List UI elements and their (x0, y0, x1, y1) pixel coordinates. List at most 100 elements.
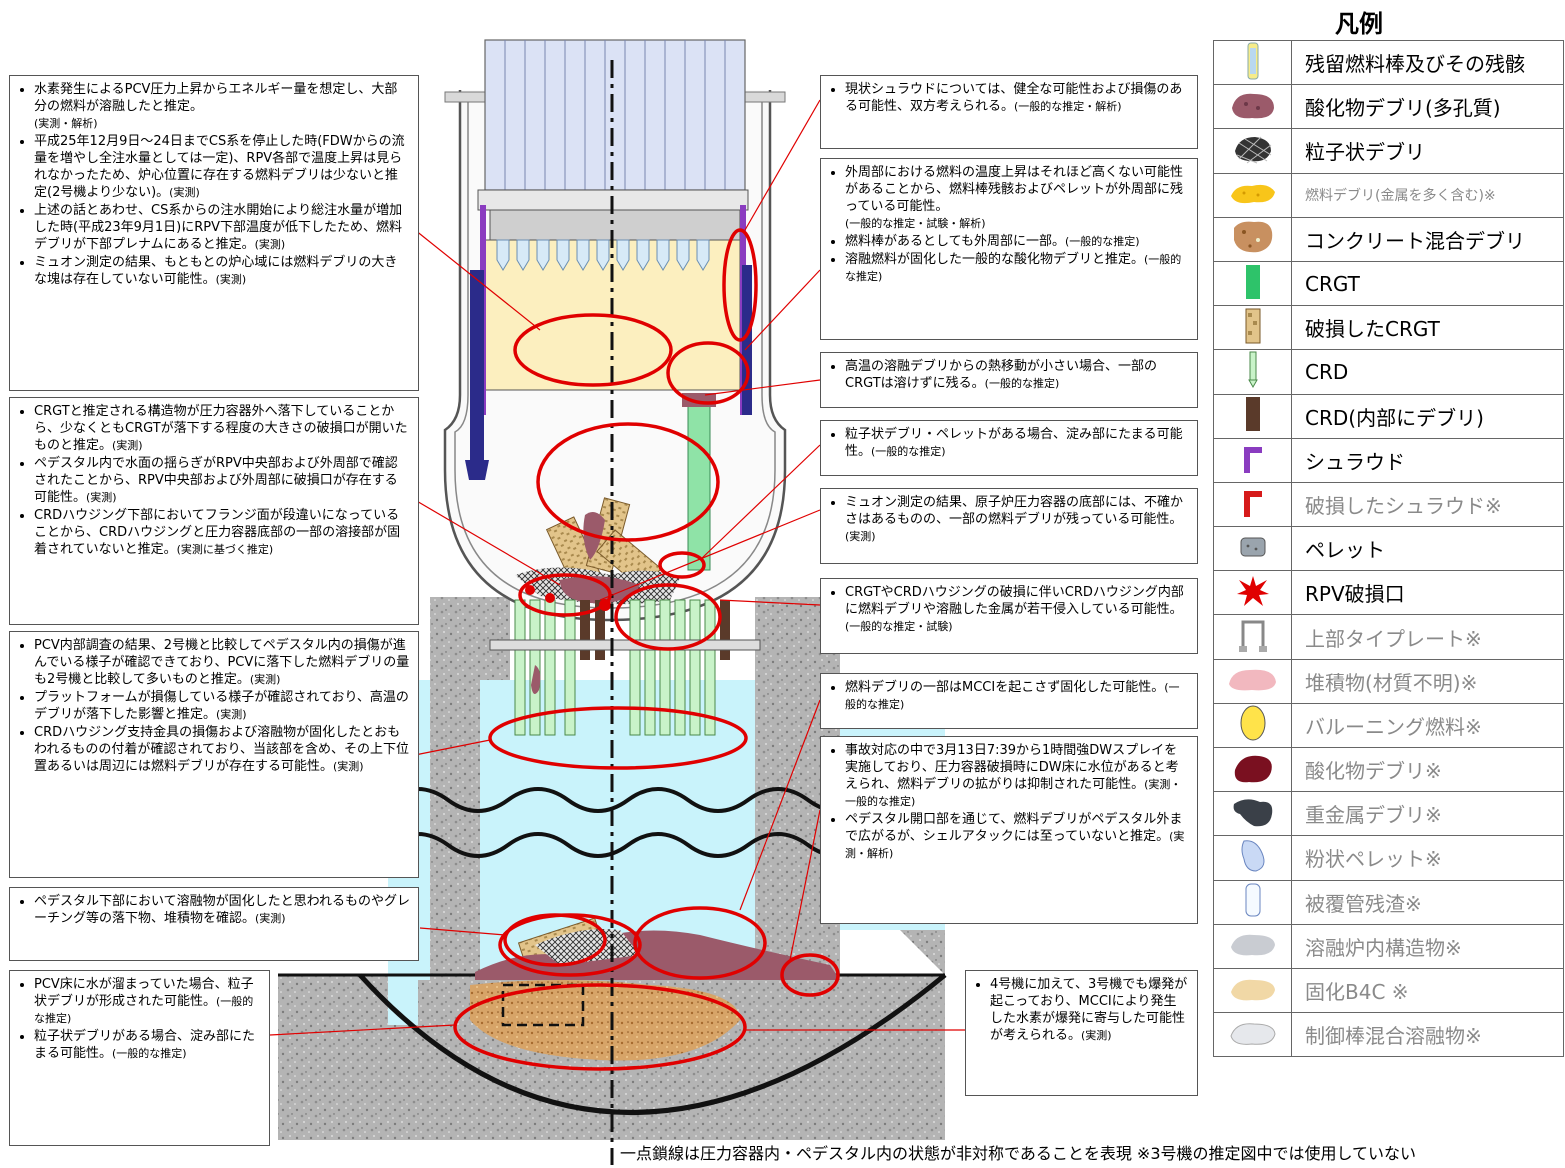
note-bullet: 燃料デブリの一部はMCCIを起こさず固化した可能性。(一般的な推定) (845, 679, 1189, 713)
rpv-breach-icon (1213, 570, 1292, 616)
legend-item: CRD (1213, 349, 1564, 395)
legend-label: ペレット (1291, 526, 1564, 572)
legend-item: CRD(内部にデブリ) (1213, 393, 1564, 439)
pellet-icon (1213, 526, 1292, 572)
legend-item: 残留燃料棒及びその残骸 (1213, 39, 1564, 86)
note-no-mcci: 燃料デブリの一部はMCCIを起こさず固化した可能性。(一般的な推定) (820, 673, 1198, 729)
legend-label: 残留燃料棒及びその残骸 (1291, 39, 1564, 86)
legend-item: シュラウド (1213, 437, 1564, 483)
legend-item: 被覆管残渣※ (1213, 879, 1564, 925)
note-muon-bottom: ミュオン測定の結果、原子炉圧力容器の底部には、不確かさはあるものの、一部の燃料デ… (820, 488, 1198, 564)
note-core-melt: 水素発生によるPCV圧力上昇からエネルギー量を想定し、大部分の燃料が溶融したと推… (9, 75, 419, 391)
legend-item: 破損したシュラウド※ (1213, 481, 1564, 528)
legend-item: コンクリート混合デブリ (1213, 216, 1564, 262)
legend-label: 酸化物デブリ(多孔質) (1291, 84, 1564, 130)
metal-rich-debris-icon (1213, 172, 1292, 218)
note-bullet: 外周部における燃料の温度上昇はそれほど高くない可能性があることから、燃料棒残骸お… (845, 164, 1189, 232)
note-bullet: 粒子状デブリ・ペレットがある場合、淀み部にたまる可能性。(一般的な推定) (845, 426, 1189, 460)
legend-item: 燃料デブリ(金属を多く含む)※ (1213, 172, 1564, 218)
legend-label: 重金属デブリ※ (1291, 791, 1564, 837)
legend-label: 固化B4C ※ (1291, 967, 1564, 1014)
residual-fuel-rod-icon (1213, 39, 1292, 86)
legend-label: 破損したCRGT (1291, 305, 1564, 351)
legend-item: 重金属デブリ※ (1213, 791, 1564, 837)
legend-label: 上部タイプレート※ (1291, 614, 1564, 660)
legend-label: 粉状ペレット※ (1291, 835, 1564, 881)
legend-item: 上部タイプレート※ (1213, 614, 1564, 660)
legend-label: 破損したシュラウド※ (1291, 481, 1564, 528)
legend-label: 酸化物デブリ※ (1291, 746, 1564, 793)
pcv-bottom-curve (358, 973, 947, 1115)
solidified-b4c-icon (1213, 967, 1292, 1014)
note-bullet: 上述の話とあわせ、CS系からの注水開始により総注水量が増加した時(平成23年9月… (34, 202, 410, 253)
porous-oxide-debris-icon (1213, 84, 1292, 130)
note-bullet: CRDハウジング支持金具の損傷および溶融物が固化したとおもわれるものの付着が確認… (34, 724, 410, 775)
note-bullet: 現状シュラウドについては、健全な可能性および損傷のある可能性、双方考えられる。(… (845, 81, 1189, 115)
note-periphery-fuel: 外周部における燃料の温度上昇はそれほど高くない可能性があることから、燃料棒残骸お… (820, 158, 1198, 340)
note-bullet: 事故対応の中で3月13日7:39から1時間強DWスプレイを実施しており、圧力容器… (845, 742, 1189, 810)
note-crd-intrusion: CRGTやCRDハウジングの破損に伴いCRDハウジング内部に燃料デブリや溶融した… (820, 578, 1198, 654)
note-bullet: 平成25年12月9日～24日までCS系を停止した時(FDWからの流量を増やし全注… (34, 133, 410, 201)
note-bullet: CRGTやCRDハウジングの破損に伴いCRDハウジング内部に燃料デブリや溶融した… (845, 584, 1189, 635)
legend-label: CRD (1291, 349, 1564, 395)
legend-label: 制御棒混合溶融物※ (1291, 1012, 1564, 1058)
note-bullet: PCV床に水が溜まっていた場合、粒子状デブリが形成された可能性。(一般的な推定) (34, 976, 261, 1027)
note-crgt-remain: 高温の溶融デブリからの熱移動が小さい場合、一部のCRGTは溶けずに残る。(一般的… (820, 352, 1198, 408)
note-bullet: ペデスタル下部において溶融物が固化したと思われるものやグレーチング等の落下物、堆… (34, 893, 410, 927)
note-bullet: 溶融燃料が固化した一般的な酸化物デブリと推定。(一般的な推定) (845, 251, 1189, 285)
legend-label: シュラウド (1291, 437, 1564, 483)
note-bullet: PCV内部調査の結果、2号機と比較してペデスタル内の損傷が進んでいる様子が確認で… (34, 637, 410, 688)
legend-label: 粒子状デブリ (1291, 128, 1564, 174)
particulate-debris-icon (1213, 128, 1292, 174)
legend-label: RPV破損口 (1291, 570, 1564, 616)
note-bullet: ペデスタル開口部を通じて、燃料デブリがペデスタル外まで広がるが、シェルアタックに… (845, 811, 1189, 862)
note-bullet: 燃料棒があるとしても外周部に一部。(一般的な推定) (845, 233, 1189, 250)
note-pcv-floor-water: PCV床に水が溜まっていた場合、粒子状デブリが形成された可能性。(一般的な推定)… (9, 970, 270, 1146)
legend-item: 酸化物デブリ(多孔質) (1213, 84, 1564, 130)
legend-label: CRD(内部にデブリ) (1291, 393, 1564, 439)
legend-item: 固化B4C ※ (1213, 967, 1564, 1014)
damaged-shroud-icon (1213, 481, 1292, 528)
note-rpv-breach: CRGTと推定される構造物が圧力容器外へ落下していることから、少なくともCRGT… (9, 397, 419, 625)
legend-label: 溶融炉内構造物※ (1291, 923, 1564, 969)
note-bullet: ミュオン測定の結果、原子炉圧力容器の底部には、不確かさはあるものの、一部の燃料デ… (845, 494, 1189, 545)
jet-pumps (465, 265, 752, 480)
legend-label: CRGT (1291, 260, 1564, 307)
cladding-residue-icon (1213, 879, 1292, 925)
legend-table: 残留燃料棒及びその残骸酸化物デブリ(多孔質)粒子状デブリ燃料デブリ(金属を多く含… (1213, 39, 1564, 1058)
powder-pellet-icon (1213, 835, 1292, 881)
note-dw-spray: 事故対応の中で3月13日7:39から1時間強DWスプレイを実施しており、圧力容器… (820, 736, 1198, 924)
note-hydrogen-explosion: 4号機に加えて、3号機でも爆発が起こっており、MCCIにより発生した水素が爆発に… (965, 970, 1198, 1096)
molten-structure-icon (1213, 923, 1292, 969)
note-bullet: 水素発生によるPCV圧力上昇からエネルギー量を想定し、大部分の燃料が溶融したと推… (34, 81, 410, 132)
legend-label: 堆積物(材質不明)※ (1291, 658, 1564, 704)
concrete-debris-icon (1213, 216, 1292, 262)
legend-label: コンクリート混合デブリ (1291, 216, 1564, 262)
crd-with-debris-icon (1213, 393, 1292, 439)
legend-item: 粒子状デブリ (1213, 128, 1564, 174)
legend-item: RPV破損口 (1213, 570, 1564, 616)
legend-item: 粉状ペレット※ (1213, 835, 1564, 881)
crgt-icon (1213, 260, 1292, 307)
legend-item: 溶融炉内構造物※ (1213, 923, 1564, 969)
crd-icon (1213, 349, 1292, 395)
legend-item: CRGT (1213, 260, 1564, 307)
shroud-icon (1213, 437, 1292, 483)
upper-tie-plate-icon (1213, 614, 1292, 660)
heavy-metal-debris-icon (1213, 791, 1292, 837)
note-bullet: ミュオン測定の結果、もともとの炉心域には燃料デブリの大きな塊は存在していない可能… (34, 254, 410, 288)
legend-label: 被覆管残渣※ (1291, 879, 1564, 925)
legend-label: バルーニング燃料※ (1291, 702, 1564, 749)
note-particulate-plenum: 粒子状デブリ・ペレットがある場合、淀み部にたまる可能性。(一般的な推定) (820, 420, 1198, 476)
oxide-debris-icon (1213, 746, 1292, 793)
legend-item: 堆積物(材質不明)※ (1213, 658, 1564, 704)
ballooning-fuel-icon (1213, 702, 1292, 749)
legend-label: 燃料デブリ(金属を多く含む)※ (1291, 172, 1564, 218)
legend-title: 凡例 (1335, 10, 1383, 38)
legend-item: 制御棒混合溶融物※ (1213, 1012, 1564, 1058)
leader-lines (269, 99, 965, 1036)
legend-item: バルーニング燃料※ (1213, 702, 1564, 749)
note-shroud: 現状シュラウドについては、健全な可能性および損傷のある可能性、双方考えられる。(… (820, 75, 1198, 149)
note-bullet: 高温の溶融デブリからの熱移動が小さい場合、一部のCRGTは溶けずに残る。(一般的… (845, 358, 1189, 392)
crd-housings (489, 599, 761, 736)
